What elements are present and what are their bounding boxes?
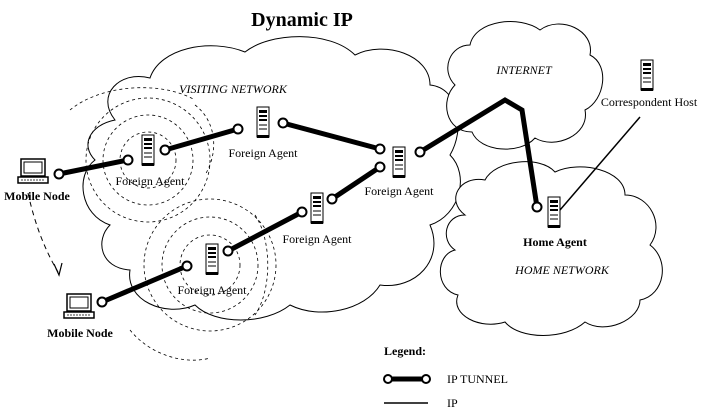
foreign-agent-1-icon [141,134,155,167]
tunnel-links [56,97,540,305]
tunnel-endpoints [53,117,543,308]
foreign-agent-3-icon [392,146,406,179]
legend-tunnel-label: IP TUNNEL [447,372,508,386]
legend-ip-label: IP [447,396,458,410]
home-network-cloud [439,161,663,336]
internet-label: INTERNET [495,63,553,77]
foreign-agent-5-icon [205,243,219,276]
internet-cloud [446,21,604,150]
foreign-agent-1-label: Foreign Agent [116,174,186,188]
foreign-agent-4-label: Foreign Agent [283,232,353,246]
visiting-network-label: VISITING NETWORK [179,82,288,96]
mobile-node-1-label: Mobile Node [4,189,70,203]
foreign-agent-2-icon [256,106,270,139]
correspondent-host-icon [640,59,654,92]
home-agent-label: Home Agent [523,235,587,249]
mobile-node-1-icon [17,158,49,184]
home-agent-icon [547,196,561,229]
mobile-node-2-label: Mobile Node [47,326,113,340]
foreign-agent-3-label: Foreign Agent [365,184,435,198]
foreign-agent-4-icon [310,192,324,225]
home-network-label: HOME NETWORK [514,263,610,277]
diagram-title: Dynamic IP [251,9,353,31]
legend: Legend: IP TUNNEL IP [383,344,508,410]
ip-link [559,116,641,211]
foreign-agent-5-label: Foreign Agent [178,283,248,297]
foreign-agent-2-label: Foreign Agent [229,146,299,160]
movement-arrow [27,192,59,273]
correspondent-host-label: Correspondent Host [601,95,698,109]
visiting-network-cloud [82,36,461,321]
legend-heading: Legend: [384,344,426,358]
mobile-node-2-icon [63,293,95,319]
